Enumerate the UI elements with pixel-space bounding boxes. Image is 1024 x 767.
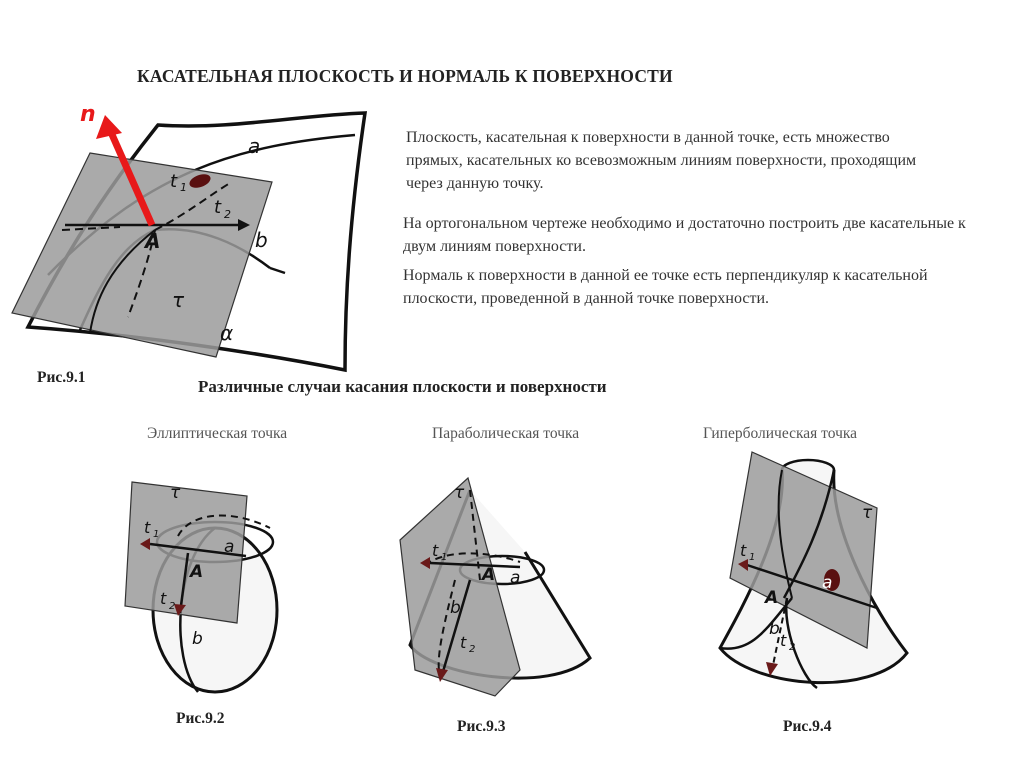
definition-normal: Нормаль к поверхности в данной ее точке … <box>403 267 928 307</box>
label-t1: t <box>740 541 747 560</box>
tangent-plane-tau <box>11 152 273 358</box>
label-a: a <box>510 568 520 588</box>
tangent-plane <box>729 451 878 649</box>
label-tau: τ <box>172 288 185 312</box>
label-t2: t <box>214 197 222 218</box>
definition-tangent-plane: Плоскость, касательная к поверхности в д… <box>406 129 917 192</box>
label-A: A <box>480 565 495 585</box>
caption-fig-9-3: Рис.9.3 <box>457 718 506 735</box>
label-t2-sub: 2 <box>169 601 175 612</box>
case-elliptic: Эллиптическая точка <box>147 425 288 442</box>
label-t2-sub: 2 <box>789 642 795 653</box>
label-a: a <box>224 537 234 557</box>
label-t2: t <box>780 631 787 650</box>
section-subtitle: Различные случаи касания плоскости и пов… <box>198 377 607 396</box>
label-b: b <box>769 619 780 639</box>
label-A: A <box>763 588 778 608</box>
caption-fig-9-4: Рис.9.4 <box>783 718 832 735</box>
label-t1: t <box>170 171 178 192</box>
case-parabolic: Параболическая точка <box>432 425 580 442</box>
label-tau: τ <box>862 503 873 523</box>
page-title: КАСАТЕЛЬНАЯ ПЛОСКОСТЬ И НОРМАЛЬ К ПОВЕРХ… <box>137 66 673 86</box>
label-n: n <box>80 102 96 127</box>
figure-9-4: τ t 1 A a b t 2 <box>718 451 909 690</box>
label-b: b <box>192 629 203 649</box>
label-b: b <box>255 228 268 252</box>
label-t2: t <box>160 589 167 608</box>
label-t1: t <box>144 518 151 537</box>
figure-9-3: τ t 1 A a b t 2 <box>399 476 592 697</box>
label-t1: t <box>432 541 439 560</box>
label-a: a <box>822 573 832 593</box>
figure-9-1: n a b A t 1 t 2 τ α <box>11 102 368 373</box>
label-b: b <box>450 598 461 618</box>
label-t1-sub: 1 <box>153 529 159 540</box>
label-t2: t <box>460 633 467 652</box>
label-t1-sub: 1 <box>441 552 447 563</box>
tangent-plane <box>399 476 521 697</box>
label-tau: τ <box>170 483 181 503</box>
label-t2-sub: 2 <box>469 644 475 655</box>
label-tau: τ <box>454 483 465 503</box>
label-t1-sub: 1 <box>749 552 755 563</box>
caption-fig-9-2: Рис.9.2 <box>176 710 225 727</box>
tangent-plane <box>124 481 248 624</box>
caption-fig-9-1: Рис.9.1 <box>37 369 86 386</box>
label-a: a <box>248 134 260 158</box>
normal-vector <box>106 128 156 227</box>
construction-note: На ортогональном чертеже необходимо и до… <box>403 215 966 255</box>
label-t1-sub: 1 <box>180 181 187 194</box>
label-t2-sub: 2 <box>224 208 231 221</box>
label-alpha: α <box>220 321 233 345</box>
label-A: A <box>188 562 203 582</box>
figure-9-2: τ t 1 A a t 2 b <box>124 481 279 694</box>
case-hyperbolic: Гиперболическая точка <box>703 425 858 442</box>
label-A: A <box>143 229 160 253</box>
